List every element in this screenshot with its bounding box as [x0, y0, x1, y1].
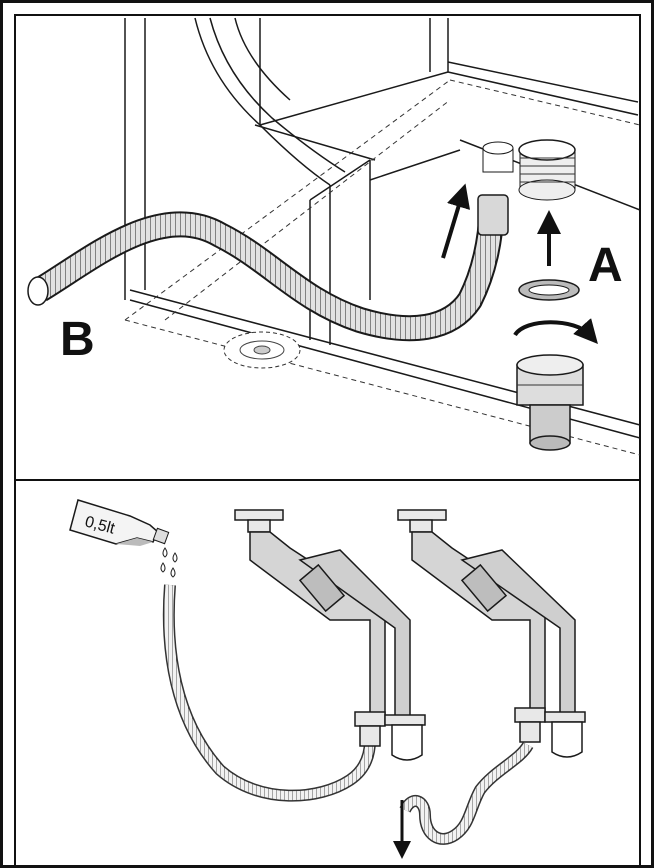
- label-b: B: [60, 313, 95, 366]
- water-bottle: 0,5lt: [69, 499, 170, 546]
- hose-end-opening: [27, 276, 49, 306]
- threaded-cap: [516, 354, 584, 451]
- pump-outlet: [482, 141, 514, 173]
- bottom-panel: 0,5lt: [14, 479, 641, 867]
- top-panel: A B: [14, 14, 641, 481]
- water-drops-icon: [160, 547, 178, 578]
- arrow-up-hose-icon: [441, 183, 471, 259]
- right-sink-trap: [397, 509, 586, 758]
- rotate-arrow-icon: [513, 318, 598, 344]
- machine-body: [124, 17, 641, 439]
- left-sink-trap: [234, 509, 426, 761]
- label-a: A: [588, 239, 623, 292]
- drain-hose: [27, 194, 509, 342]
- floor-drain: [223, 331, 301, 369]
- threaded-outlet: [518, 139, 576, 201]
- hose-coupling: [477, 194, 509, 236]
- bottom-panel-border: [14, 479, 641, 867]
